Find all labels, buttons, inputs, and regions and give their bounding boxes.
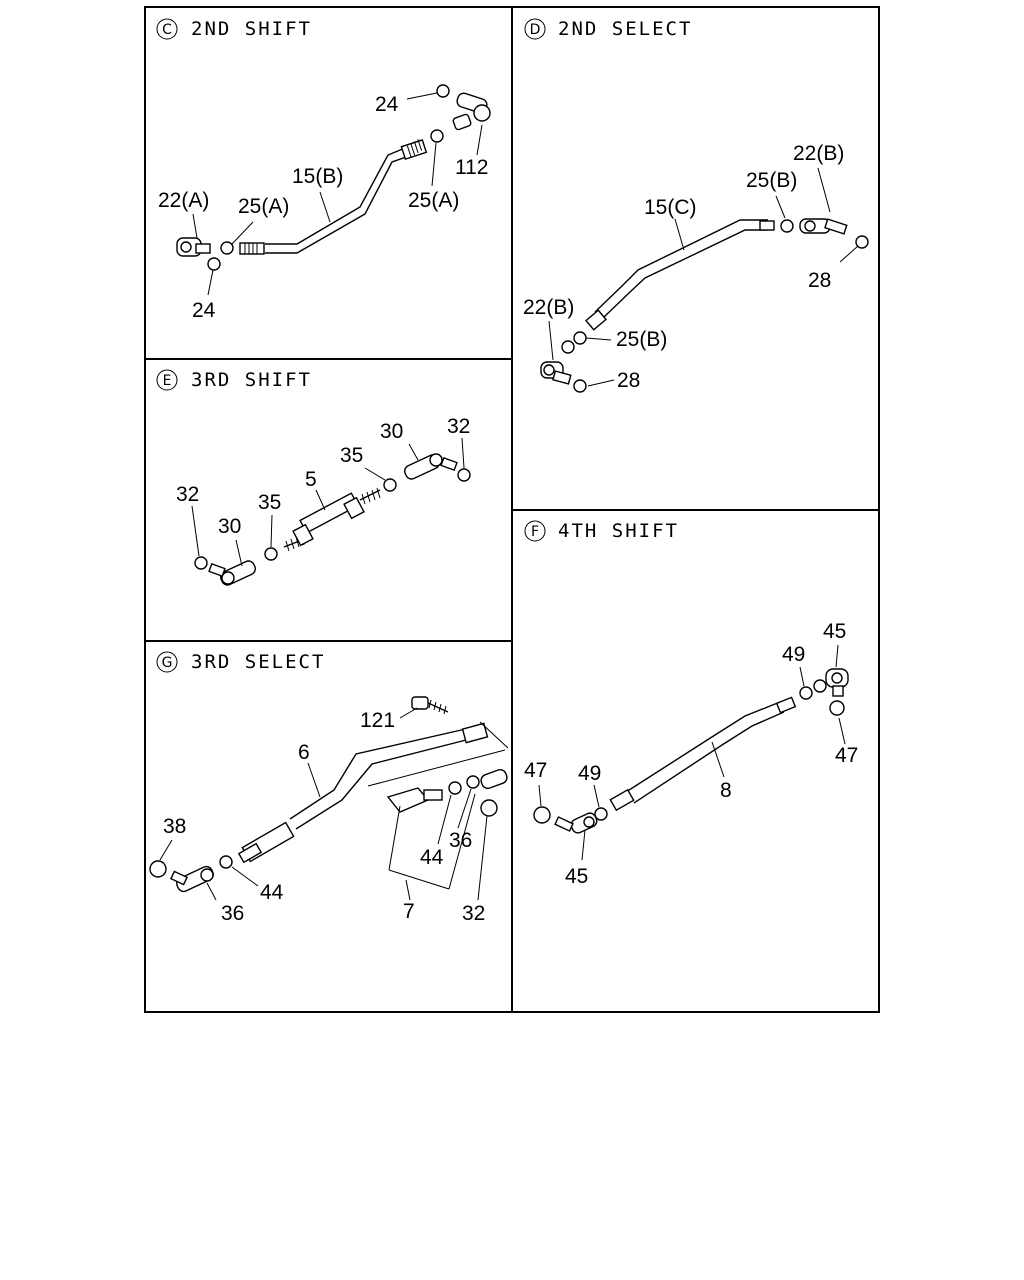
- panel-c-title: 2ND SHIFT: [191, 18, 312, 40]
- panel-f-badge: [524, 520, 546, 542]
- callout-g-2: 6: [298, 741, 310, 764]
- callout-f-1: 45: [823, 620, 846, 643]
- panel-c-badge: [156, 18, 178, 40]
- callout-e-2: 30: [380, 420, 403, 443]
- callout-e-4: 5: [305, 468, 317, 491]
- callout-f-4: 8: [720, 779, 732, 802]
- callout-g-5: 36: [221, 902, 244, 925]
- callout-d-1: 22(B): [793, 142, 844, 165]
- callout-e-7: 35: [258, 491, 281, 514]
- callout-d-2: 25(B): [746, 169, 797, 192]
- diagram-frame: [144, 6, 880, 1013]
- callout-d-5: 22(B): [523, 296, 574, 319]
- callout-e-5: 32: [176, 483, 199, 506]
- callout-c-2: 112: [455, 156, 488, 179]
- callout-d-4: 28: [808, 269, 831, 292]
- callout-g-3: 38: [163, 815, 186, 838]
- callout-c-5: 25(A): [238, 195, 289, 218]
- panel-e-header: E 3RD SHIFT: [156, 369, 312, 391]
- callout-f-5: 47: [524, 759, 547, 782]
- callout-c-7: 24: [192, 299, 216, 322]
- panel-e-letter: E: [163, 373, 172, 389]
- callout-c-1: 24: [375, 93, 399, 116]
- callout-e-6: 30: [218, 515, 241, 538]
- callout-c-6: 25(A): [408, 189, 459, 212]
- panel-f-header: F 4TH SHIFT: [524, 520, 679, 542]
- panel-d-title: 2ND SELECT: [558, 18, 692, 40]
- callout-e-1: 32: [447, 415, 470, 438]
- callout-f-6: 49: [578, 762, 601, 785]
- panel-d-badge: [524, 18, 546, 40]
- panel-e-badge: [156, 369, 178, 391]
- panel-g-badge: [156, 651, 178, 673]
- panel-d-header: D 2ND SELECT: [524, 18, 692, 40]
- callout-g-8: 7: [403, 900, 415, 923]
- callout-g-9: 32: [462, 902, 485, 925]
- panel-e-drawing: 32 30 35 5 32 30 35: [176, 415, 471, 586]
- panel-c-letter: C: [162, 22, 172, 38]
- panel-c-header: C 2ND SHIFT: [156, 18, 312, 40]
- panel-e-title: 3RD SHIFT: [191, 369, 312, 391]
- callout-d-3: 15(C): [644, 196, 697, 219]
- panel-g-drawing: 121 6 38 44 36 44 36 7 32: [149, 696, 509, 925]
- callout-e-3: 35: [340, 444, 363, 467]
- callout-f-3: 47: [835, 744, 858, 767]
- callout-d-7: 28: [617, 369, 640, 392]
- panel-g-header: G 3RD SELECT: [156, 651, 325, 673]
- callout-g-6: 44: [420, 846, 444, 869]
- callout-d-6: 25(B): [616, 328, 667, 351]
- panel-c-drawing: 24 112 15(B) 22(A) 25(A) 25(A) 24: [158, 84, 491, 322]
- callout-c-3: 15(B): [292, 165, 343, 188]
- panel-d-letter: D: [530, 22, 541, 38]
- callout-g-1: 121: [360, 709, 395, 732]
- panel-f-drawing: 45 49 47 8 47 49 45: [524, 620, 858, 888]
- callout-g-4: 44: [260, 881, 284, 904]
- panel-g-title: 3RD SELECT: [191, 651, 325, 673]
- callout-g-7: 36: [449, 829, 472, 852]
- panel-g-letter: G: [162, 655, 173, 671]
- callout-f-2: 49: [782, 643, 805, 666]
- callout-f-7: 45: [565, 865, 588, 888]
- panel-d-drawing: 22(B) 25(B) 15(C) 28 22(B) 25(B) 28: [523, 142, 869, 393]
- panel-f-title: 4TH SHIFT: [558, 520, 679, 542]
- panel-f-letter: F: [531, 524, 539, 540]
- callout-c-4: 22(A): [158, 189, 209, 212]
